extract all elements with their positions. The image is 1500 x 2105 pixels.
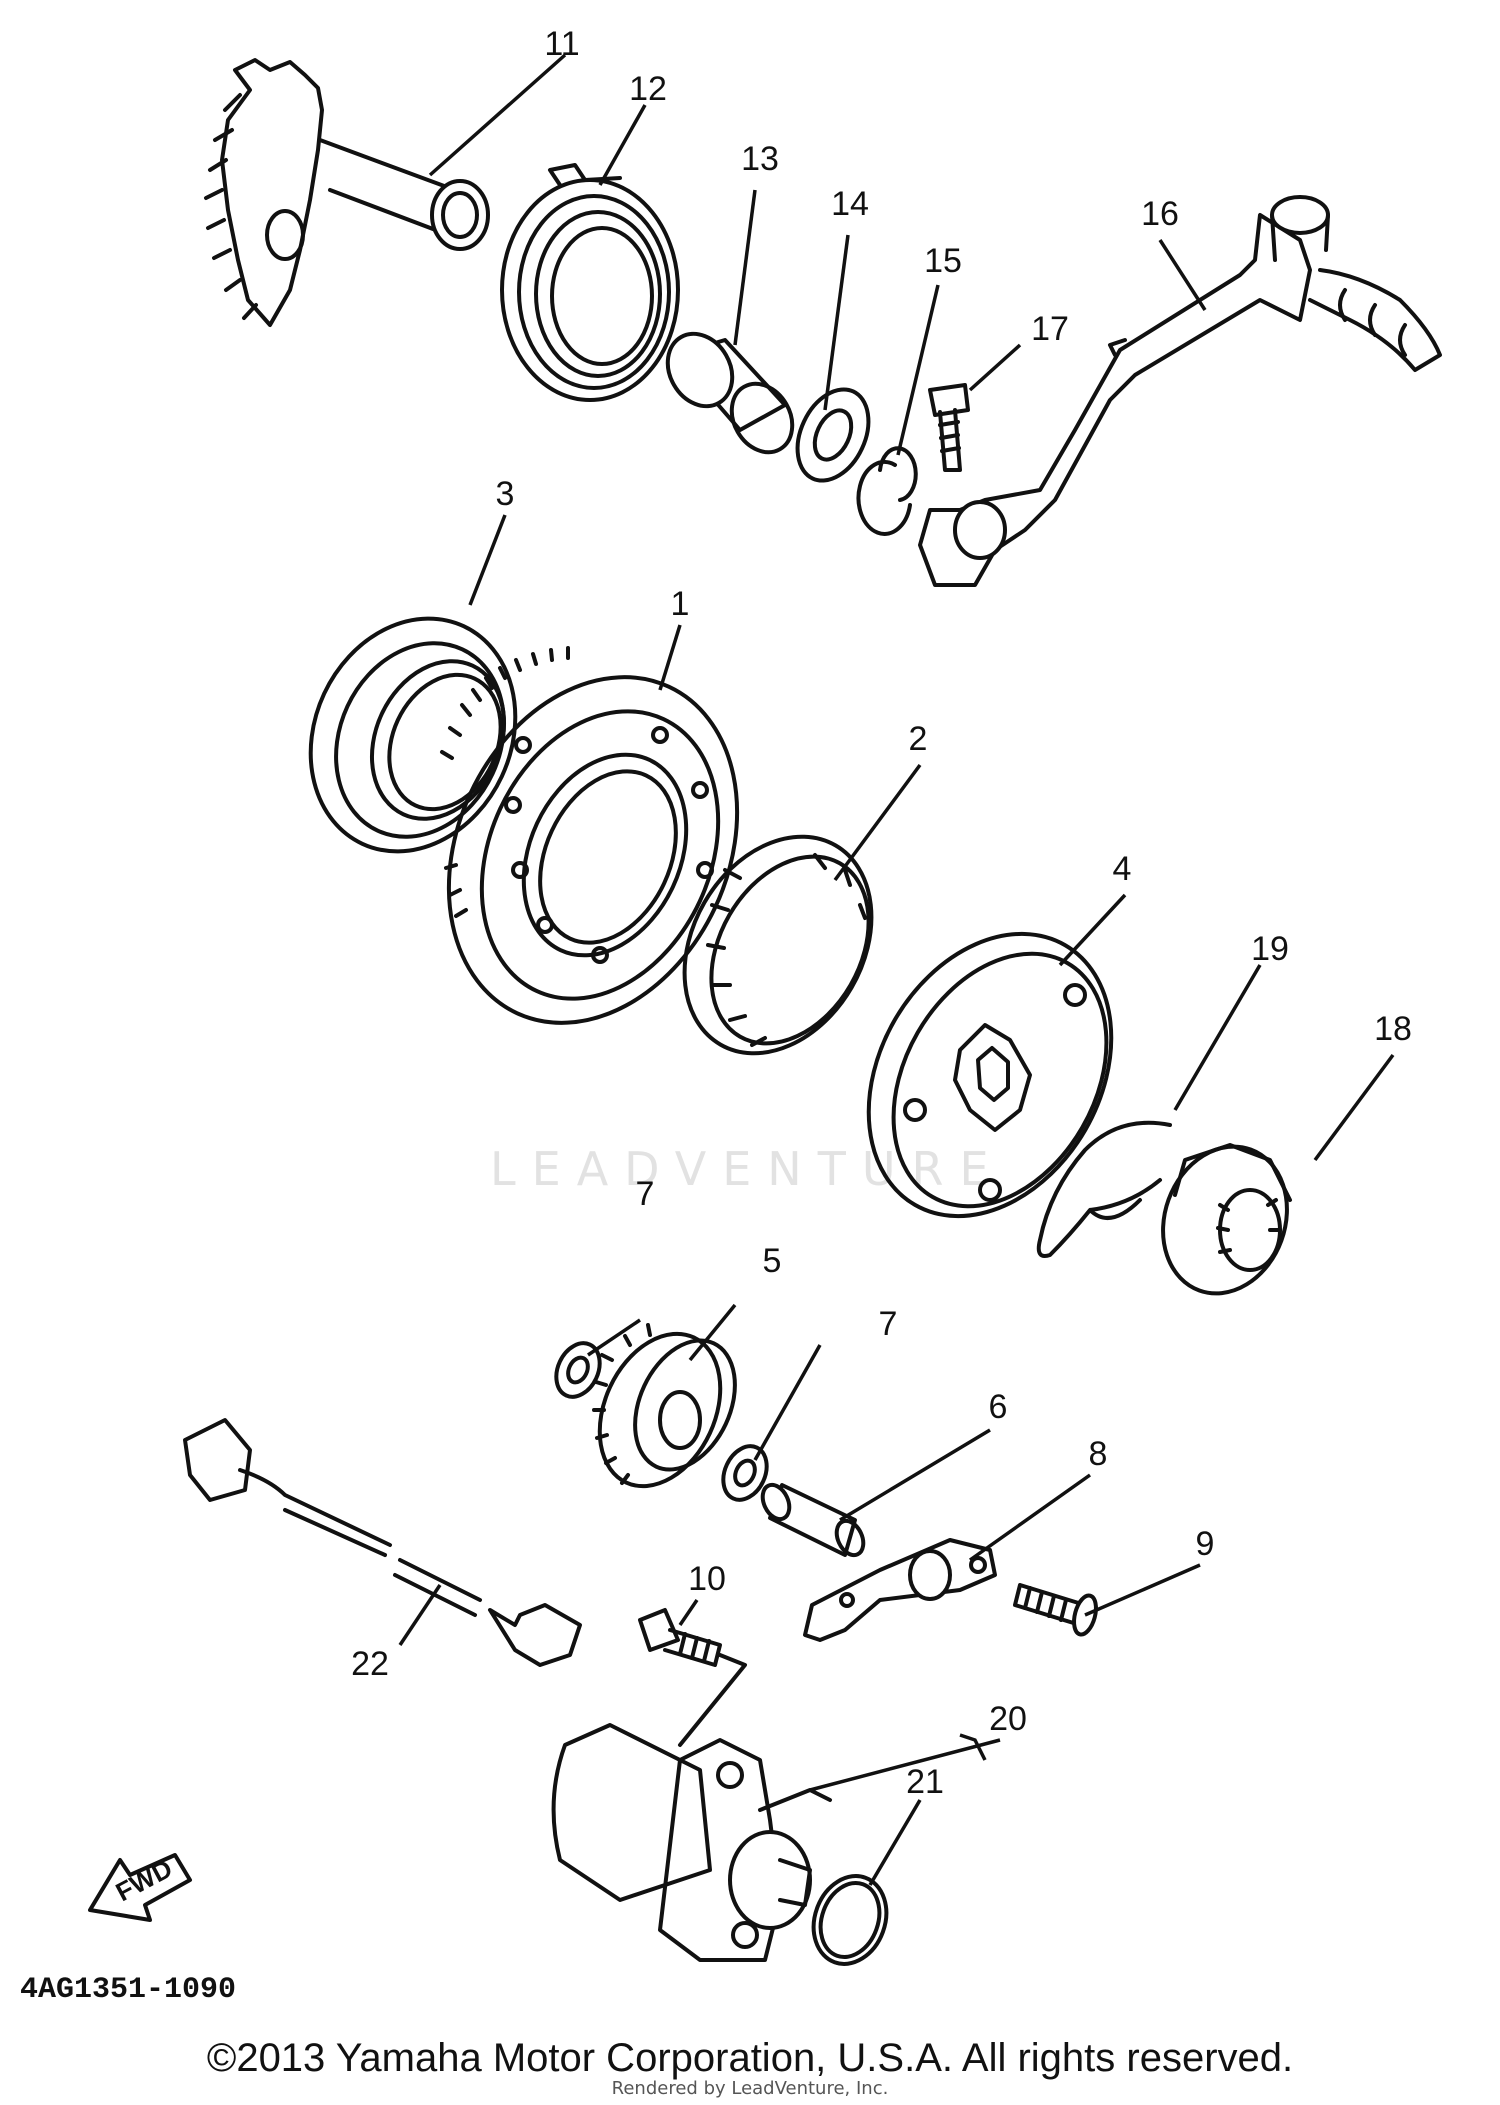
part-15-circlip	[856, 446, 918, 536]
callout-16: 16	[1141, 195, 1179, 233]
leader-lines	[398, 53, 1395, 1886]
watermark-text: LEADVENTURE	[490, 1142, 1005, 1196]
callout-20: 20	[989, 1700, 1027, 1738]
callout-8: 8	[1089, 1435, 1108, 1473]
part-7-washer-b	[721, 1444, 769, 1502]
part-14-washer	[795, 387, 871, 483]
part-16-kick-crank	[918, 195, 1442, 587]
callout-22: 22	[351, 1645, 389, 1683]
part-20-starter-motor	[551, 1723, 832, 1962]
part-22-wire-lead	[183, 1418, 582, 1667]
part-11-kick-axle	[204, 58, 490, 327]
callout-6: 6	[989, 1388, 1008, 1426]
part-17-bolt	[928, 383, 970, 472]
part-5-idle-gear	[592, 1323, 737, 1489]
part-2-one-way-clutch	[682, 834, 874, 1056]
copyright-notice: ©2013 Yamaha Motor Corporation, U.S.A. A…	[206, 2036, 1294, 2080]
callout-3: 3	[496, 475, 515, 513]
callout-9: 9	[1196, 1525, 1215, 1563]
part-19-clip	[1036, 1120, 1172, 1258]
part-4-clutch-housing	[866, 931, 1114, 1219]
callout-13: 13	[741, 140, 779, 178]
part-1-starter-wheel	[440, 646, 740, 1025]
callout-21: 21	[906, 1763, 944, 1801]
callout-14: 14	[831, 185, 869, 223]
rendered-by-notice: Rendered by LeadVenture, Inc.	[611, 2078, 889, 2099]
callout-19: 19	[1251, 930, 1289, 968]
part-6-shaft	[760, 1482, 866, 1558]
part-12-torsion-spring	[500, 163, 680, 402]
callout-17: 17	[1031, 310, 1069, 348]
diagram-code: 4AG1351-1090	[20, 1973, 236, 2007]
part-7-washer-a	[554, 1341, 602, 1399]
parts-diagram: LEADVENTURE	[20, 25, 1442, 2007]
callout-4: 4	[1113, 850, 1132, 888]
callout-11: 11	[544, 25, 579, 63]
fwd-arrow-icon: FWD	[88, 1853, 192, 1922]
callout-15: 15	[924, 242, 962, 280]
part-3-oil-seal	[308, 616, 518, 854]
part-21-o-ring	[811, 1874, 889, 1966]
part-13-collar	[665, 331, 795, 455]
part-10-bolt	[638, 1608, 747, 1747]
callout-18: 18	[1374, 1010, 1412, 1048]
callout-7-lower: 7	[879, 1305, 898, 1343]
part-9-screw	[1013, 1583, 1098, 1637]
callout-5: 5	[763, 1242, 782, 1280]
callout-2: 2	[909, 720, 928, 758]
callout-7-upper: 7	[636, 1175, 655, 1213]
callout-12: 12	[629, 70, 667, 108]
part-18-drive-gear	[1161, 1143, 1292, 1296]
callout-10: 10	[688, 1560, 726, 1598]
callout-labels: 11 12 13 14 15 16 17 3 1 2 4 19 18 7 5 7…	[351, 25, 1412, 1801]
callout-1: 1	[671, 585, 690, 623]
part-8-plate	[803, 1538, 997, 1642]
